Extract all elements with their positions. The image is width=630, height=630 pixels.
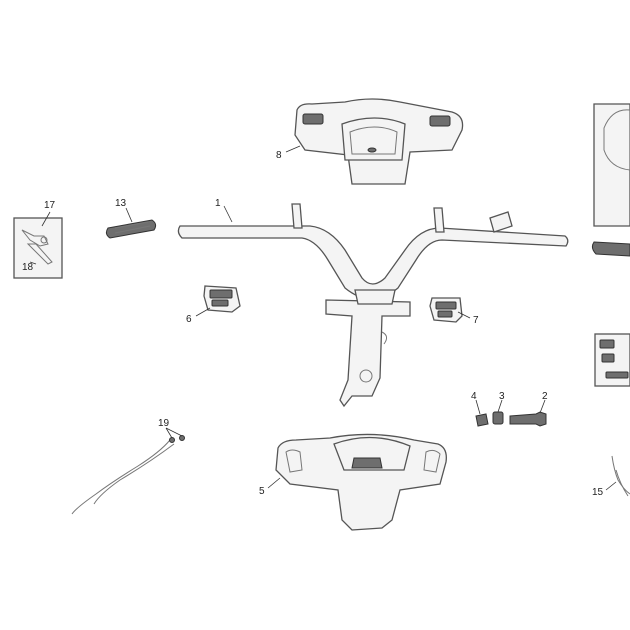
partial-switch-housings-right: [594, 333, 630, 387]
callout-5: 5: [259, 486, 265, 497]
callout-6: 6: [186, 314, 192, 325]
part-2-bolt: [509, 411, 547, 427]
part-5-rear-handlebar-cover: [275, 433, 447, 531]
leader-lines: [29, 145, 617, 491]
callout-1: 1: [215, 198, 221, 209]
part-15-cable-partial: [611, 455, 630, 497]
part-8-front-handlebar-cover: [294, 98, 464, 185]
part-13-grip: [105, 219, 157, 239]
callout-4: 4: [471, 391, 477, 402]
callout-8: 8: [276, 150, 282, 161]
part-7-right-switch: [429, 297, 463, 323]
callout-19: 19: [158, 418, 170, 429]
callout-15: 15: [592, 487, 604, 498]
part-4-washer: [475, 413, 489, 427]
partial-speedometer-cover: [593, 103, 630, 227]
part-19-cable: [71, 435, 185, 515]
partial-grip-right: [591, 241, 630, 257]
part-1-handlebar: [177, 203, 569, 408]
part-6-left-switch: [203, 285, 241, 313]
part-3-nut: [492, 411, 504, 425]
callout-13: 13: [115, 198, 127, 209]
callout-2: 2: [542, 391, 548, 402]
callout-3: 3: [499, 391, 505, 402]
callout-17: 17: [44, 200, 56, 211]
part-17-18-lever-box: [13, 217, 63, 279]
callout-7: 7: [473, 315, 479, 326]
callout-18: 18: [22, 262, 34, 273]
